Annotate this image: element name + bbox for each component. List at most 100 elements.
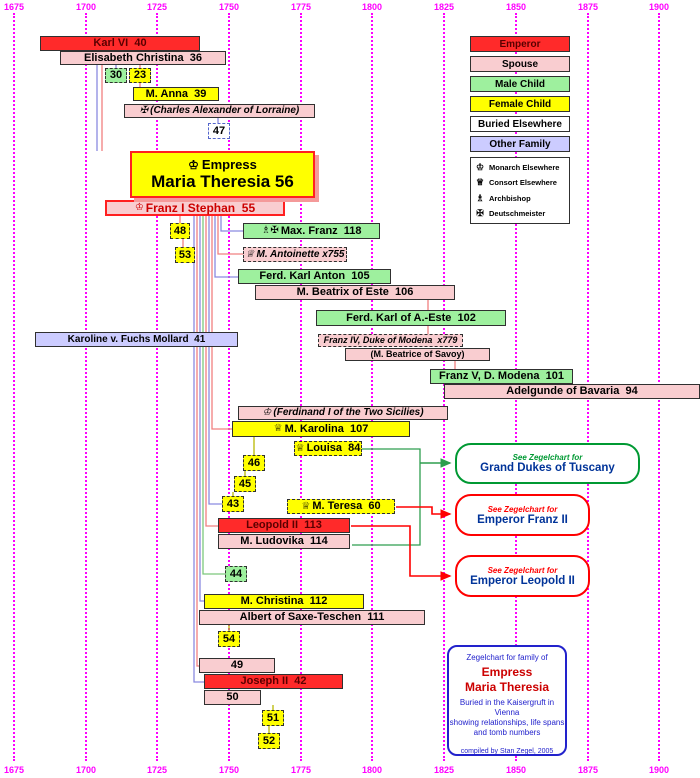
person-label: M. Anna 39	[145, 87, 207, 100]
person-bar-tomb-53: 53	[175, 247, 195, 263]
person-label: M. Christina 112	[240, 595, 328, 607]
archbishop-icon: ♗	[475, 192, 485, 203]
person-label: Karl VI 40	[93, 37, 147, 49]
person-bar-franz-v-d-modena: Franz V, D. Modena 101	[430, 369, 573, 384]
maria-theresia-title: ♔Empress	[188, 157, 257, 172]
consort-crown-icon: ♕	[301, 500, 311, 512]
person-label: 54	[222, 632, 236, 645]
connector-mt-to-tomb-49	[196, 216, 199, 667]
legend-symbol-row: ♔ Monarch Elsewhere	[475, 162, 565, 173]
person-bar-ferd-karl-anton: Ferd. Karl Anton 105	[238, 269, 391, 284]
person-bar-franz-iv-duke-of-modena: Franz IV, Duke of Modena x779	[318, 334, 463, 347]
maria-theresia-title-text: Empress	[201, 157, 257, 172]
person-label: Karoline v. Fuchs Mollard 41	[67, 333, 206, 345]
person-bar-tomb-51: 51	[262, 710, 284, 726]
infobox-line: compiled by Stan Zegel, 2005	[460, 748, 554, 755]
person-label: Leopold II 113	[246, 519, 322, 531]
person-label: Franz I Stephan 55	[145, 201, 256, 215]
year-label-top-1800: 1800	[361, 2, 383, 12]
year-label-top-1775: 1775	[290, 2, 312, 12]
monarch-crown-icon: ♔	[475, 162, 485, 173]
person-bar-charles-alexander-of-lorraine: ✠(Charles Alexander of Lorraine)	[124, 104, 315, 118]
person-bar-m-antoinette: ♕M. Antoinette x755	[243, 247, 347, 262]
person-label: Louisa 84	[306, 442, 361, 454]
person-bar-tomb-52: 52	[258, 733, 280, 749]
person-label: 53	[178, 248, 192, 261]
person-bar-adelgunde-of-bavaria: Adelgunde of Bavaria 94	[444, 384, 700, 399]
year-label-bottom-1675: 1675	[3, 765, 25, 775]
legend-symbol-row: ✠Deutschmeister	[475, 208, 565, 219]
person-bar-tomb-48: 48	[170, 223, 190, 239]
person-bar-karl-vi: Karl VI 40	[40, 36, 200, 51]
maria-theresia-name: Maria Theresia 56	[151, 172, 294, 191]
person-label: 49	[230, 659, 244, 671]
person-bar-m-karolina: ♕M. Karolina 107	[232, 421, 410, 437]
year-label-bottom-1875: 1875	[577, 765, 599, 775]
callout-target-name: Emperor Franz II	[477, 513, 568, 526]
person-bar-albert-of-saxe-teschen: Albert of Saxe-Teschen 111	[199, 610, 425, 625]
gridline-1775	[300, 13, 302, 761]
person-bar-ferd-karl-of-a-este: Ferd. Karl of A.-Este 102	[316, 310, 506, 326]
infobox-line: and tomb numbers	[473, 728, 541, 737]
connector-tuscany-branch	[352, 448, 421, 546]
connector-mt-to-tomb-43	[208, 216, 222, 505]
person-label: (Charles Alexander of Lorraine)	[150, 105, 300, 116]
year-label-bottom-1850: 1850	[505, 765, 527, 775]
person-bar-m-teresa: ♕M. Teresa 60	[287, 499, 395, 514]
callout-see-text: See Zegelchart for	[512, 453, 583, 462]
year-label-bottom-1750: 1750	[218, 765, 240, 775]
monarch-crown-icon: ♔	[262, 407, 272, 418]
person-label: Ferd. Karl of A.-Este 102	[346, 311, 476, 324]
person-bar-tomb-44: 44	[225, 566, 247, 582]
person-bar-m-christina: M. Christina 112	[204, 594, 364, 609]
connector-mt-to-m-christina	[199, 216, 204, 602]
gridline-1800	[371, 13, 373, 761]
legend-symbol-row: ♗Archbishop	[475, 193, 565, 204]
legend-item-emperor: Emperor	[470, 36, 570, 52]
callout-target-name: Grand Dukes of Tuscany	[480, 462, 615, 474]
person-bar-karoline-v-fuchs-mollard: Karoline v. Fuchs Mollard 41	[35, 332, 238, 347]
consort-crown-icon: ♕	[475, 177, 485, 188]
year-label-top-1850: 1850	[505, 2, 527, 12]
person-label: 52	[262, 734, 276, 747]
person-bar-ferdinand-i-of-the-two-sicilies: ♔(Ferdinand I of the Two Sicilies)	[238, 406, 448, 420]
person-bar-tomb-54: 54	[218, 631, 240, 647]
person-label: M. Karolina 107	[284, 422, 369, 435]
person-bar-m-anna: M. Anna 39	[133, 87, 219, 101]
callout-see-text: See Zegelchart for	[487, 565, 558, 575]
person-bar-tomb-47: 47	[208, 123, 230, 139]
person-bar-franz-i-stephan: ♔Franz I Stephan 55	[105, 200, 285, 216]
person-label: (Ferdinand I of the Two Sicilies)	[273, 407, 424, 418]
legend-symbol-label: Deutschmeister	[489, 208, 546, 218]
imperial-crown-icon: ♔	[134, 202, 144, 213]
person-bar-tomb-46: 46	[243, 455, 265, 471]
person-label: 44	[229, 567, 243, 580]
legend-symbol-label: Monarch Elsewhere	[489, 163, 560, 173]
deutschmeister-cross-icon: ✠	[139, 105, 149, 116]
imperial-crown-icon: ♔	[188, 158, 199, 172]
consort-crown-icon: ♕	[295, 442, 305, 454]
person-label: M. Ludovika 114	[240, 535, 328, 547]
person-bar-max-franz: ♗✠Max. Franz 118	[243, 223, 380, 239]
year-label-top-1700: 1700	[75, 2, 97, 12]
person-bar-louisa: ♕Louisa 84	[294, 441, 362, 456]
connector-leopold-ii-arrow	[351, 525, 452, 581]
year-label-top-1900: 1900	[648, 2, 670, 12]
legend-symbol-label: Consort Elsewhere	[489, 178, 557, 188]
person-bar-m-ludovika: M. Ludovika 114	[218, 534, 350, 549]
person-label: 43	[226, 497, 240, 510]
person-label: 47	[212, 124, 226, 137]
legend-item-buried-elsewhere: Buried Elsewhere	[470, 116, 570, 132]
archbishop-deutschmeister-icons: ♗✠	[261, 225, 279, 236]
person-label: M. Beatrix of Este 106	[296, 286, 414, 298]
legend-item-other-family: Other Family	[470, 136, 570, 152]
consort-crown-icon: ♕	[245, 248, 255, 260]
person-bar-tomb-50: 50	[204, 690, 261, 705]
legend-item-male-child: Male Child	[470, 76, 570, 92]
person-label: Max. Franz 118	[280, 224, 362, 237]
